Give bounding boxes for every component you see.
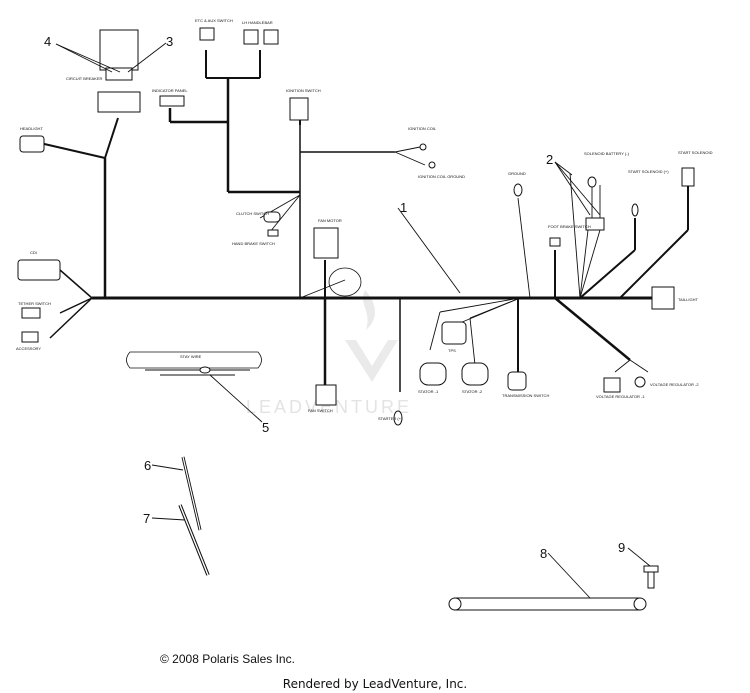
ignition-switch-connector <box>289 97 309 121</box>
label-taillight: TAILLIGHT <box>678 297 698 302</box>
label-ignition-coil-ground: IGNITION COIL GROUND <box>418 174 465 179</box>
label-stay-wire: STAY WIRE <box>180 354 202 359</box>
tps-connector <box>441 321 467 345</box>
circuit-breaker-connector <box>97 91 141 113</box>
label-tether-switch: TETHER SWITCH <box>18 301 51 306</box>
taillight-connector <box>651 286 675 310</box>
label-ignition-coil: IGNITION COIL <box>408 126 437 131</box>
label-stator-2: STATOR -2 <box>462 389 483 394</box>
label-voltage-regulator-2: VOLTAGE REGULATOR -2 <box>650 382 699 387</box>
connectors <box>17 27 695 426</box>
indicator-panel-connector <box>159 95 185 107</box>
component-labels: ETC & AUX SWITCH LH HANDLEBAR CIRCUIT BR… <box>16 18 713 421</box>
label-voltage-regulator-1: VOLTAGE REGULATOR -1 <box>596 394 645 399</box>
callout-4: 4 <box>44 34 51 49</box>
label-transmission-switch: TRANSMISSION SWITCH <box>502 393 549 398</box>
callout-numbers: 1 2 3 4 5 6 7 8 9 <box>44 34 625 561</box>
label-etc-aux-switch: ETC & AUX SWITCH <box>195 18 233 23</box>
screw-9 <box>643 565 659 589</box>
clutch-switch-connector <box>263 211 281 223</box>
watermark-text: LEADVENTURE <box>246 397 412 417</box>
callout-6: 6 <box>144 458 151 473</box>
label-solenoid-battery: SOLENOID BATTERY (-) <box>584 151 630 156</box>
label-fan-motor: FAN MOTOR <box>318 218 342 223</box>
label-headlight: HEADLIGHT <box>20 126 43 131</box>
fan-motor-connector <box>313 227 339 259</box>
label-foot-brake-switch: FOOT BRAKE SWITCH <box>548 224 591 229</box>
ground-terminal <box>513 183 523 197</box>
main-harness <box>39 50 689 392</box>
stay-wire-part <box>126 351 262 376</box>
label-hand-brake-switch: HAND BRAKE SWITCH <box>232 241 275 246</box>
callout-5: 5 <box>262 420 269 435</box>
copyright-text: © 2008 Polaris Sales Inc. <box>160 652 295 666</box>
label-cdi: CDI <box>30 250 37 255</box>
etc-switch-connector <box>199 27 215 41</box>
stator-2-connector <box>461 362 489 386</box>
callout-8: 8 <box>540 546 547 561</box>
callout-1: 1 <box>400 200 407 215</box>
leadventure-watermark: LEADVENTURE <box>246 290 412 417</box>
label-start-solenoid: START SOLENOID <box>678 150 713 155</box>
label-start-solenoid-pos: START SOLENOID (+) <box>628 169 669 174</box>
headlight-connector <box>19 135 45 153</box>
label-indicator-panel: INDICATOR PANEL <box>152 88 188 93</box>
label-tps: TPS <box>448 348 456 353</box>
rendered-by-text: Rendered by LeadVenture, Inc. <box>282 677 468 691</box>
label-stator-1: STATOR -1 <box>418 389 439 394</box>
fan-switch-connector <box>315 384 337 406</box>
label-fan-switch: FAN SWITCH <box>308 408 333 413</box>
callout-9: 9 <box>618 540 625 555</box>
label-ignition-switch: IGNITION SWITCH <box>286 88 321 93</box>
label-accessory: ACCESSORY <box>16 346 41 351</box>
cdi-connector <box>17 259 61 281</box>
callout-7: 7 <box>143 511 150 526</box>
transmission-switch-connector <box>507 371 527 391</box>
circuit-breaker-body <box>99 29 139 71</box>
label-circuit-breaker: CIRCUIT BREAKER <box>66 76 102 81</box>
label-clutch-switch: CLUTCH SWITCH <box>236 211 269 216</box>
label-lh-handlebar: LH HANDLEBAR <box>242 20 273 25</box>
ground-cable-8 <box>448 597 647 611</box>
stator-1-connector <box>419 362 447 386</box>
label-starter: STARTER (+) <box>378 416 403 421</box>
callout-3: 3 <box>166 34 173 49</box>
label-ground: GROUND <box>508 171 526 176</box>
callout-leaders <box>55 42 651 599</box>
start-solenoid-connector <box>681 167 695 187</box>
callout-2: 2 <box>546 152 553 167</box>
